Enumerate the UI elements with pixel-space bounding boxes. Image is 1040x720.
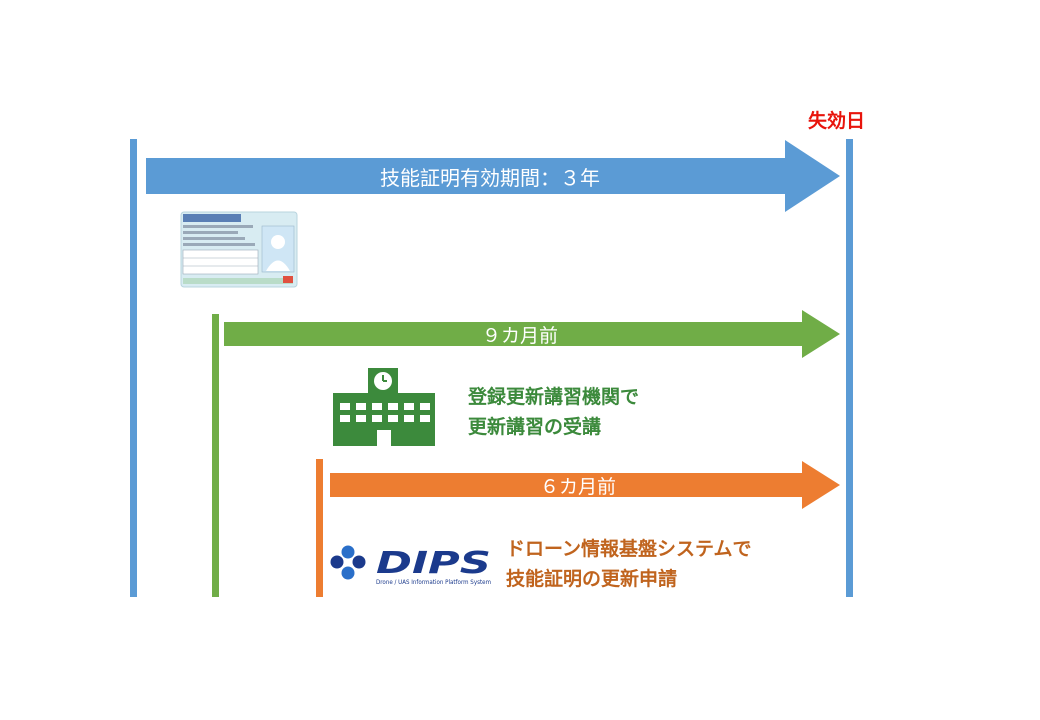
start-line-blue [130,139,137,597]
expiry-line [846,139,853,597]
nine-months-before-label: ９カ月前 [481,325,558,347]
validity-arrow [146,140,840,212]
school-building-icon [333,368,435,446]
expiry-date-label: 失効日 [808,110,866,132]
dips-application-line2: 技能証明の更新申請 [506,568,678,590]
dips-wordmark: DIPS [376,546,491,581]
validity-period-label: 技能証明有効期間：３年 [380,166,600,190]
dips-logo-icon [330,545,366,580]
license-card-icon [180,211,298,288]
six-months-arrow [330,461,840,509]
nine-months-arrow [224,310,840,358]
dips-application-line1: ドローン情報基盤システムで [506,538,752,560]
renewal-course-line2: 更新講習の受講 [468,416,602,438]
start-line-orange [316,459,323,597]
renewal-course-caption: 登録更新講習機関で 更新講習の受講 [468,382,639,442]
six-months-before-label: ６カ月前 [539,476,616,498]
dips-tagline: Drone / UAS Information Platform System [376,579,491,586]
dips-application-caption: ドローン情報基盤システムで 技能証明の更新申請 [506,534,751,594]
renewal-course-line1: 登録更新講習機関で [468,386,640,408]
start-line-green [212,314,219,597]
